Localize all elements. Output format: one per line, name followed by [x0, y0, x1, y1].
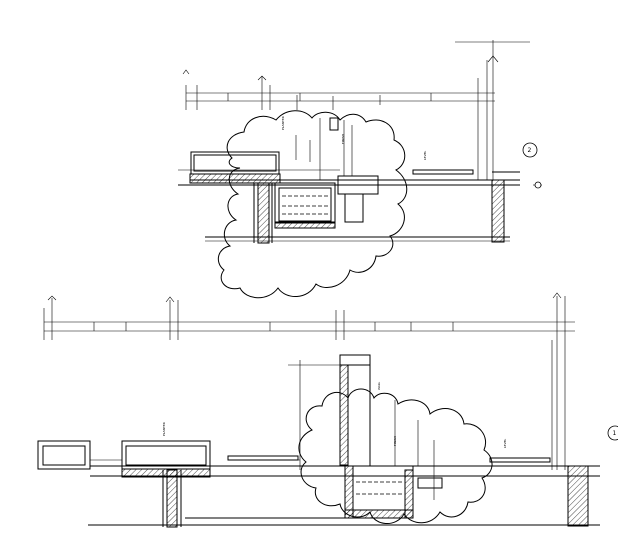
svg-text:PLANTER: PLANTER [162, 422, 166, 436]
svg-text:FINISH: FINISH [341, 134, 345, 144]
section-tag-lower: 1 [607, 425, 618, 441]
lower-revision-cloud [298, 388, 493, 524]
upper-revision-cloud [217, 110, 408, 299]
section-tag-upper-label: 2 [528, 147, 532, 154]
lower-annotations: PLANTER WALL LEVEL FINISH [162, 381, 507, 448]
svg-text:LEVEL: LEVEL [503, 438, 507, 448]
section-tag-upper: 2 [522, 142, 538, 158]
upper-structure [178, 117, 520, 244]
svg-text:FINISH: FINISH [393, 436, 397, 446]
lower-section: PLANTER WALL LEVEL FINISH 1 [37, 292, 618, 528]
svg-text:PLANTER: PLANTER [281, 116, 285, 130]
svg-text:LEVEL: LEVEL [423, 150, 427, 160]
upper-dimension-chain [182, 40, 530, 180]
svg-text:WALL: WALL [377, 381, 381, 390]
lower-structure [37, 354, 600, 528]
section-tag-lower-label: 1 [613, 430, 617, 437]
lower-dimension-chain [43, 292, 575, 470]
upper-section: PLANTER FINISH LEVEL 2 [178, 40, 542, 299]
upper-annotations: PLANTER FINISH LEVEL [281, 116, 542, 189]
